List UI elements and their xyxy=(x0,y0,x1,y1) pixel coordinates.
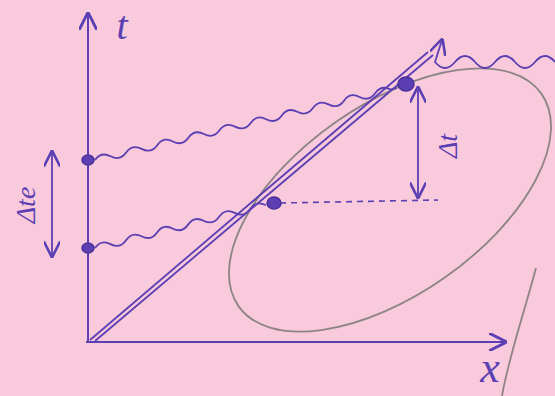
pointer-squiggle xyxy=(435,40,555,68)
interval-arrow xyxy=(51,152,53,256)
interval-label: Δt xyxy=(434,134,462,158)
interval-label: Δte xyxy=(12,187,40,224)
interval-arrow xyxy=(417,88,419,197)
reference-line xyxy=(280,200,438,203)
space-axis xyxy=(86,341,505,343)
axis-label: x xyxy=(480,346,500,390)
event-dot xyxy=(82,77,414,253)
signal-wave xyxy=(94,202,266,252)
axis-label: t xyxy=(116,6,127,46)
region-outline xyxy=(184,16,555,384)
time-axis xyxy=(87,14,89,342)
signal-wave xyxy=(94,85,397,164)
world-line xyxy=(95,55,433,341)
region-outline xyxy=(502,268,536,396)
world-line xyxy=(90,52,428,340)
